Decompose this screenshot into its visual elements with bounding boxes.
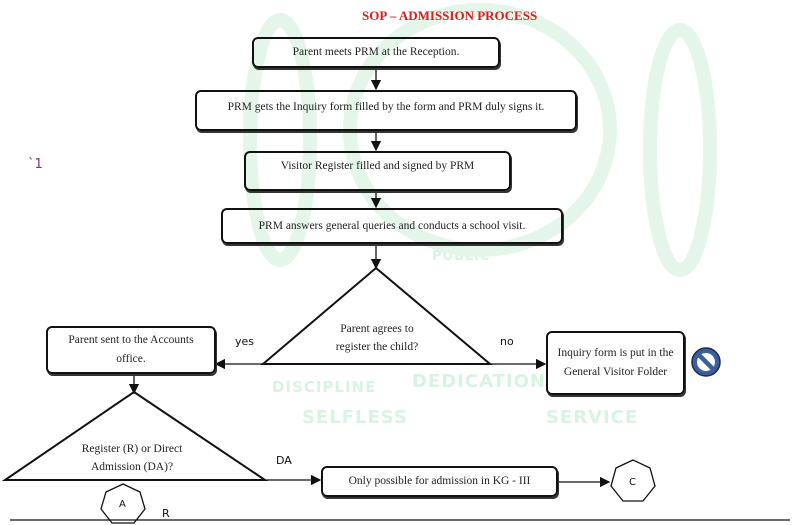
step-reception: Parent meets PRM at the Reception.	[252, 37, 500, 68]
accounts-office-box: Parent sent to the Accounts office.	[46, 326, 216, 374]
watermark-service: SERVICE	[546, 407, 639, 428]
decision-register-text: Register (R) or Direct Admission (DA)?	[81, 443, 183, 473]
connector-c-shape	[610, 459, 656, 502]
kg-iii-box: Only possible for admission in KG - III	[321, 466, 558, 497]
step-inquiry-form: PRM gets the Inquiry form filled by the …	[195, 90, 577, 131]
watermark-dedication: DEDICATION	[412, 371, 546, 392]
step-text: PRM answers general queries and conducts…	[258, 219, 526, 232]
decision-agree-text: Parent agrees to register the child?	[335, 323, 419, 353]
watermark-selfless: SELFLESS	[302, 407, 408, 428]
decision-register-shape	[1, 390, 269, 481]
da-label: DA	[276, 454, 292, 467]
no-label: no	[500, 335, 514, 348]
margin-mark: `1	[28, 157, 43, 172]
prohibited-icon	[691, 347, 721, 377]
connector-a-label: A	[119, 499, 126, 510]
visitor-folder-box: Inquiry form is put in the General Visit…	[546, 331, 685, 395]
step-text: Visitor Register filled and signed by PR…	[280, 160, 475, 172]
yes-label: yes	[235, 335, 255, 348]
page-title: SOP – ADMISSION PROCESS	[362, 8, 538, 23]
step-text: PRM gets the Inquiry form filled by the …	[227, 101, 545, 113]
box-text: Inquiry form is put in the General Visit…	[557, 347, 674, 378]
step-visitor-register: Visitor Register filled and signed by PR…	[244, 151, 511, 191]
r-label: R	[162, 507, 170, 520]
step-text: Parent meets PRM at the Reception.	[292, 46, 460, 58]
decision-agree-shape	[260, 266, 493, 365]
connector-c-label: C	[629, 477, 636, 488]
connector-a-shape	[100, 483, 146, 524]
box-text: Only possible for admission in KG - III	[348, 475, 531, 487]
step-school-visit: PRM answers general queries and conducts…	[221, 208, 563, 244]
box-text: Parent sent to the Accounts office.	[68, 334, 194, 365]
watermark-discipline: DISCIPLINE	[272, 378, 377, 396]
